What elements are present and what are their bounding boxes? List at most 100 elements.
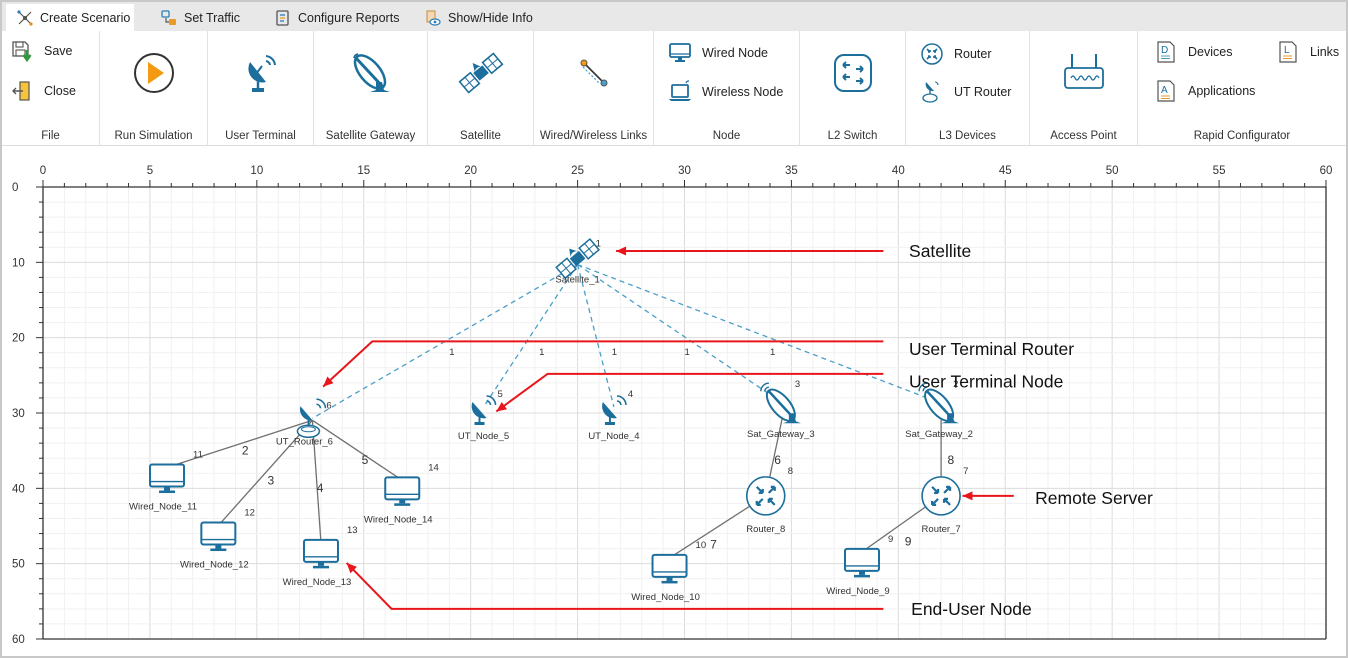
node-satellite-1[interactable]: Satellite_11 xyxy=(552,234,601,286)
node-label: UT_Router_6 xyxy=(276,436,333,447)
group-label: Satellite Gateway xyxy=(325,130,416,142)
node-wired-node-9[interactable]: Wired_Node_99 xyxy=(826,534,893,597)
node-id-label: 7 xyxy=(963,466,968,477)
l2-switch-button[interactable] xyxy=(800,45,905,101)
x-tick-label: 15 xyxy=(357,165,370,177)
tab-create-scenario[interactable]: Create Scenario xyxy=(6,4,134,31)
group-label: Wired/Wireless Links xyxy=(539,130,648,142)
satellite-dish xyxy=(569,248,579,258)
link-id-marker: 1 xyxy=(770,347,775,358)
ut-router-icon xyxy=(296,398,327,439)
router-arrow xyxy=(767,497,776,506)
group-label: Rapid Configurator xyxy=(1193,130,1291,142)
router-arrow xyxy=(931,486,940,494)
run-simulation-group: Run Simulation xyxy=(100,31,208,146)
wired-node-icon xyxy=(651,553,688,584)
panel-grid xyxy=(583,244,595,254)
annotation-arrowhead xyxy=(496,401,508,412)
save-button[interactable]: Save xyxy=(10,39,73,63)
signal xyxy=(760,382,769,392)
monitor xyxy=(843,547,880,572)
dish xyxy=(602,402,617,419)
info-icon xyxy=(426,10,441,26)
y-tick-label: 50 xyxy=(12,559,25,571)
annotation-arrowhead xyxy=(616,246,627,256)
node-ut-node-4[interactable]: UT_Node_44 xyxy=(588,389,639,442)
node-label: Wired_Node_12 xyxy=(180,560,249,571)
node-router-7[interactable]: Router_7 7 xyxy=(921,466,969,535)
annotation-arrowhead xyxy=(346,562,357,574)
annotation: User Terminal Router xyxy=(322,339,1074,388)
router-ring xyxy=(300,426,316,433)
user-terminal-button[interactable] xyxy=(208,45,313,101)
wired-link[interactable] xyxy=(311,420,322,543)
access-point-button[interactable] xyxy=(1030,45,1137,101)
applications-button[interactable]: A Applications xyxy=(1154,79,1255,103)
node-router-8[interactable]: Router_88 xyxy=(745,466,793,535)
ut-router-button[interactable]: UT Router xyxy=(920,80,1011,104)
x-tick-label: 40 xyxy=(892,165,905,177)
tab-set-traffic[interactable]: Set Traffic xyxy=(150,4,250,31)
node-sat-gateway-2[interactable]: Sat_Gateway_22 xyxy=(905,379,973,440)
node-ut-node-5[interactable]: UT_Node_55 xyxy=(458,389,509,442)
satellite-gateway-button[interactable] xyxy=(314,45,427,101)
user-terminal-icon xyxy=(471,395,497,425)
wired-wireless-links-button[interactable] xyxy=(534,45,653,101)
close-label: Close xyxy=(44,84,76,98)
wired-link[interactable] xyxy=(312,419,403,481)
node-label: Wired_Node_9 xyxy=(826,586,889,597)
satellite-gateway-icon xyxy=(352,53,390,92)
router-circle xyxy=(745,476,786,516)
signal xyxy=(616,395,627,406)
close-button[interactable]: Close xyxy=(10,79,76,103)
dish xyxy=(471,402,487,419)
monitor-neck xyxy=(317,561,324,566)
run-simulation-button[interactable] xyxy=(100,45,207,101)
close-icon xyxy=(12,81,30,101)
node-label: UT_Node_5 xyxy=(458,431,509,442)
annotation-label: Remote Server xyxy=(1035,488,1153,508)
tab-label: Create Scenario xyxy=(40,10,131,25)
wireless-node-button[interactable]: Wireless Node xyxy=(668,80,783,104)
x-tick-label: 10 xyxy=(250,165,263,177)
wireless-link[interactable] xyxy=(577,263,942,404)
node-sat-gateway-3[interactable]: Sat_Gateway_33 xyxy=(747,379,815,440)
router-icon xyxy=(745,476,786,516)
satellite-button[interactable] xyxy=(428,45,533,101)
wired-node-button[interactable]: Wired Node xyxy=(668,41,768,65)
wired-node-label: Wired Node xyxy=(702,46,768,60)
link-label: 5 xyxy=(362,453,369,467)
node-label: Sat_Gateway_3 xyxy=(747,429,815,440)
satellite-icon xyxy=(458,52,503,94)
signal xyxy=(918,382,928,392)
router-button[interactable]: Router xyxy=(920,42,992,66)
wireless-link[interactable] xyxy=(482,264,579,408)
x-tick-label: 35 xyxy=(785,165,798,177)
monitor-neck xyxy=(858,570,865,575)
wired-link[interactable] xyxy=(217,419,313,526)
node-ut-router-6[interactable]: UT_Router_66 xyxy=(276,398,333,447)
rapid-configurator-group: D Devices L Links A Applications Rapid C… xyxy=(1138,31,1346,146)
devices-button[interactable]: D Devices xyxy=(1154,40,1232,64)
tab-show-hide-info[interactable]: Show/Hide Info xyxy=(414,4,544,31)
tab-configure-reports[interactable]: Configure Reports xyxy=(264,4,414,31)
satellite-group: Satellite xyxy=(428,31,534,146)
x-tick-label: 45 xyxy=(999,165,1012,177)
link-label: 8 xyxy=(948,453,955,467)
wired-link[interactable] xyxy=(166,419,313,469)
links-config-button[interactable]: L Links xyxy=(1276,40,1339,64)
node-id-label: 13 xyxy=(347,525,358,536)
monitor-stand xyxy=(312,565,329,569)
wireless-link[interactable] xyxy=(576,264,615,408)
link-label: 2 xyxy=(242,443,249,457)
node-label: Router_7 xyxy=(922,524,961,535)
wired-node-icon xyxy=(149,463,186,494)
